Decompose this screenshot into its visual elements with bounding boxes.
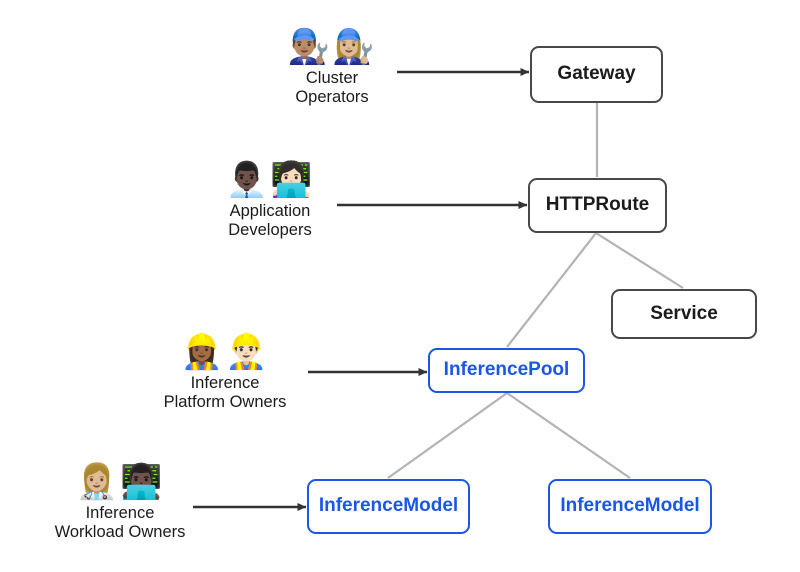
connector-httproute-to-inferencepool [506, 232, 597, 348]
man-office-worker-icon: 👨🏿‍💼👩🏻‍💻 [225, 160, 315, 200]
node-inferencemodel_left[interactable]: InferenceModel [307, 479, 470, 534]
woman-construction-worker-icon: 👷🏾‍♀️👷🏻‍♂️ [180, 332, 270, 372]
persona-label-line: Platform Owners [163, 393, 287, 412]
node-label: InferenceModel [560, 495, 700, 517]
persona-label-line: Cluster [305, 68, 359, 87]
node-label: InferenceModel [318, 495, 459, 517]
node-service[interactable]: Service [611, 289, 757, 339]
node-label: InferencePool [443, 359, 570, 381]
persona-label-line: Workload Owners [54, 523, 186, 542]
node-inferencepool[interactable]: InferencePool [428, 348, 585, 393]
node-httproute[interactable]: HTTPRoute [528, 178, 667, 233]
connector-inferencepool-to-model-right [506, 392, 631, 479]
persona-label-line: Application [229, 201, 311, 220]
node-gateway[interactable]: Gateway [530, 46, 663, 103]
persona-label-line: Developers [228, 221, 312, 240]
woman-health-worker-icon: 👩🏼‍⚕️👨🏿‍💻 [75, 462, 165, 502]
persona-label-line: Inference [85, 503, 155, 522]
persona-arrows [193, 68, 530, 511]
persona-label-line: Inference [190, 373, 260, 392]
node-inferencemodel_right[interactable]: InferenceModel [548, 479, 712, 534]
node-label: Gateway [557, 63, 636, 85]
connector-httproute-to-service [595, 232, 684, 289]
man-mechanic-icon: 👨🏽‍🔧👩🏼‍🔧 [287, 27, 377, 67]
node-label: HTTPRoute [545, 194, 650, 216]
node-label: Service [650, 302, 718, 324]
connector-inferencepool-to-model-left [387, 392, 508, 479]
persona-label-line: Operators [295, 88, 369, 107]
